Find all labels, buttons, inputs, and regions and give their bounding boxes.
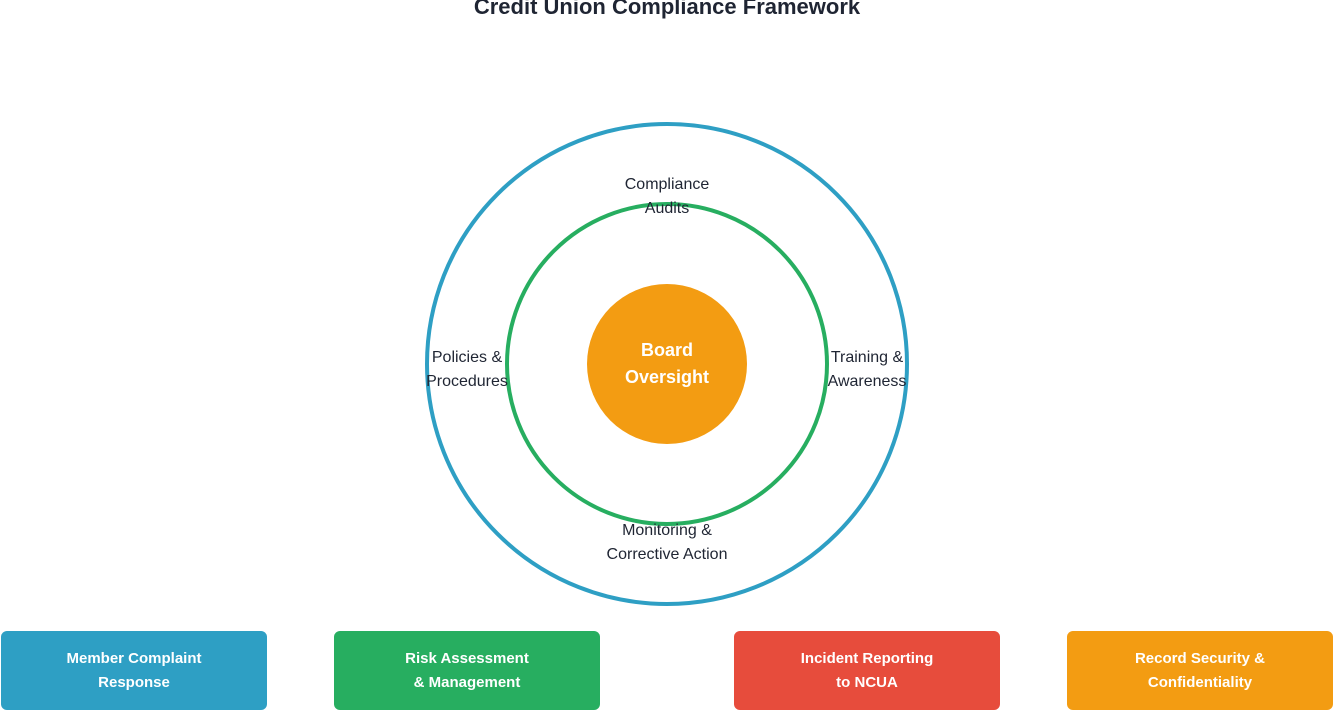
diagram-title: Credit Union Compliance Framework <box>473 0 861 19</box>
inner-ring <box>505 202 829 526</box>
card-record-security: Record Security & Confidentiality <box>1067 631 1333 710</box>
card-risk-assessment: Risk Assessment & Management <box>334 631 600 710</box>
core-circle <box>587 284 747 444</box>
core-label-line2: Oversight <box>624 367 710 387</box>
card-member-complaint-response: Member Complaint Response <box>1 631 267 710</box>
ring-label-left: Policies & Procedures <box>426 349 508 390</box>
ring-label-right: Training & Awareness <box>827 349 907 390</box>
ring-label-bottom: Monitoring & Corrective Action <box>606 522 728 563</box>
core-label: Board Oversight <box>567 337 767 391</box>
core-label-line1: Board <box>640 340 693 360</box>
outer-ring <box>425 122 909 606</box>
card-incident-reporting: Incident Reporting to NCUA <box>734 631 1000 710</box>
ring-label-top: Compliance Audits <box>624 176 710 217</box>
